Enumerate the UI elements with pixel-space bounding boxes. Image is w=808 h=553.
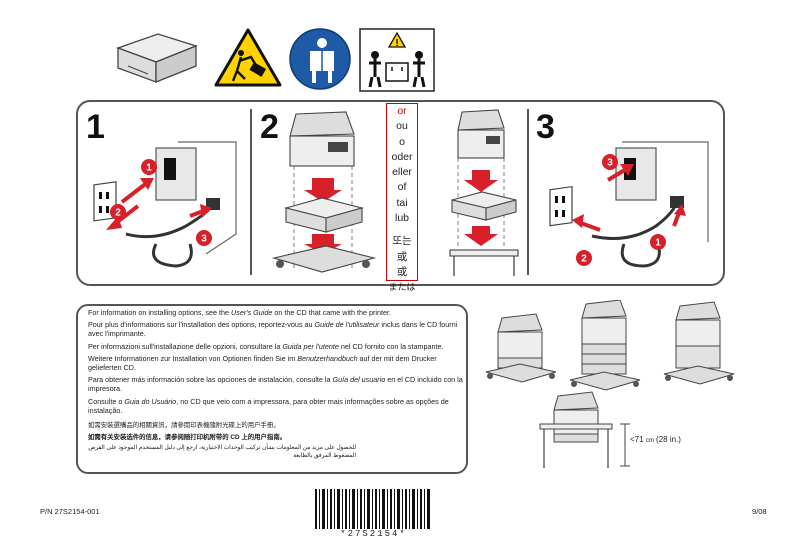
configuration-b	[569, 300, 641, 391]
or-word: of	[397, 181, 407, 194]
configuration-c	[663, 301, 735, 385]
part-number: P/N 27S2154-001	[40, 507, 100, 516]
two-person-lift-icon: !	[359, 28, 435, 92]
info-de: Weitere Informationen zur Installation v…	[88, 353, 437, 373]
callout-3: 3	[201, 234, 207, 245]
callout-2: 2	[115, 208, 121, 219]
heavy-lift-warning-icon	[214, 28, 282, 87]
read-manual-icon	[289, 28, 351, 90]
or-word: 또는	[392, 235, 412, 248]
configuration-a	[485, 313, 557, 383]
or-word: oder	[391, 150, 413, 163]
callout-1: 1	[146, 163, 152, 174]
barcode	[315, 489, 430, 529]
step-divider	[527, 109, 529, 275]
configuration-table	[539, 391, 630, 468]
or-word: ou	[396, 120, 408, 133]
or-language-box: or ou o oder eller of tai lub 또는 或 或 または	[386, 103, 418, 292]
info-fr: Pour plus d'informations sur l'installat…	[88, 320, 458, 339]
or-word: or	[397, 105, 407, 117]
callout-1: 1	[655, 238, 661, 249]
multilingual-info-box: For information on installing options, s…	[76, 304, 468, 474]
step-number-1: 1	[86, 108, 105, 146]
info-en: For information on installing options, s…	[88, 308, 392, 317]
step2-stack-on-table-illustration	[449, 109, 519, 276]
step2-stack-on-base-illustration	[271, 111, 377, 273]
step3-plug-in-illustration: 3 2 1	[549, 141, 709, 268]
callout-2: 2	[581, 254, 587, 265]
step-divider	[250, 109, 252, 275]
info-zh-tw: 如需安裝選購品的相關資訊，請參閱印表機隨附光碟上的用户手冊。	[88, 422, 280, 430]
printer-configurations-illustration	[485, 300, 735, 468]
info-es: Para obtener más información sobre las o…	[88, 375, 463, 394]
or-word: eller	[392, 166, 412, 179]
or-word: 或	[396, 250, 408, 263]
step1-unplug-illustration: 1 2 3	[93, 141, 237, 268]
info-ar: للحصول على مزيد من المعلومات بشأن تركيب …	[88, 445, 356, 460]
info-zh-cn: 如需有关安装选件的信息，请参阅随打印机附带的 CD 上的用户指南。	[88, 434, 287, 442]
or-word: lub	[394, 212, 409, 225]
or-word: tai	[396, 196, 408, 209]
step-number-3: 3	[536, 108, 555, 146]
or-word: または	[388, 282, 416, 293]
step-number-2: 2	[260, 108, 279, 146]
svg-text:!: !	[395, 38, 398, 49]
or-word: o	[399, 135, 405, 148]
info-pt: Consulte o Guia do Usuário, no CD que ve…	[88, 396, 449, 415]
barcode-text: *27S2154*	[340, 529, 407, 539]
info-it: Per informazioni sull'installazione dell…	[88, 341, 444, 351]
or-word: 或	[396, 265, 408, 278]
revision-date: 9/08	[752, 507, 767, 516]
tray-option-icon	[116, 33, 198, 83]
max-height-label: <71 cm (28 in.)	[630, 435, 681, 444]
callout-3: 3	[607, 158, 613, 169]
